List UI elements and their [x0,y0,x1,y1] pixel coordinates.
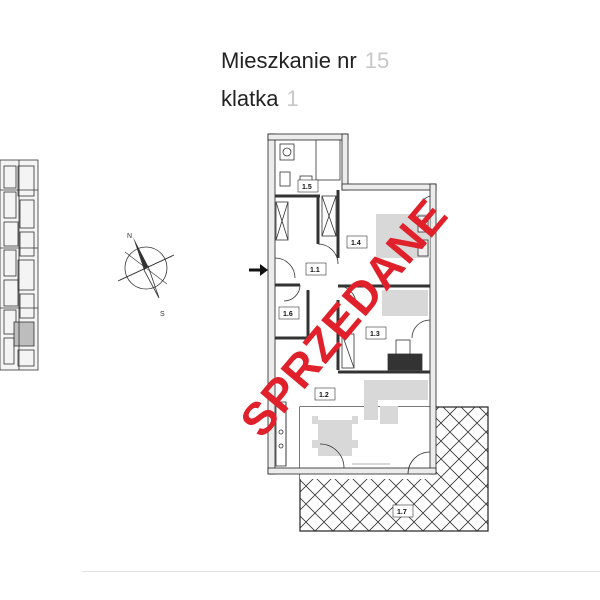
interior-layout [274,139,431,475]
svg-text:1.2: 1.2 [319,392,329,399]
room-label-1-6: 1.6 [278,306,300,320]
room-label-1-4: 1.4 [346,235,368,249]
room-labels: 1.1 1.2 1.3 1.4 1.5 1.6 1.7 [278,179,414,518]
apartment-label: Mieszkanie nr [221,48,357,73]
svg-text:1.3: 1.3 [370,331,380,338]
room-label-1-5: 1.5 [297,179,319,193]
staircase-label: klatka [221,86,279,111]
footer-divider [82,571,600,572]
apartment-title: Mieszkanie nr 15 [221,48,389,74]
svg-text:1.4: 1.4 [351,240,361,247]
staircase-title: klatka 1 [221,86,299,112]
svg-text:1.1: 1.1 [310,267,320,274]
compass-north-label: N [127,233,132,240]
compass-rose: N S [117,233,175,318]
building-key-plan [0,159,39,371]
staircase-number: 1 [286,86,299,111]
apartment-number: 15 [364,48,390,73]
svg-text:1.6: 1.6 [283,311,293,318]
room-label-1-1: 1.1 [305,262,327,276]
svg-text:1.7: 1.7 [397,509,407,516]
apartment-walls [267,133,437,475]
room-label-1-7: 1.7 [392,504,414,518]
room-label-1-3: 1.3 [365,326,387,340]
compass-south-label: S [160,311,165,318]
entrance-arrow [249,264,268,276]
room-label-1-2: 1.2 [314,387,336,401]
svg-text:1.5: 1.5 [302,184,312,191]
